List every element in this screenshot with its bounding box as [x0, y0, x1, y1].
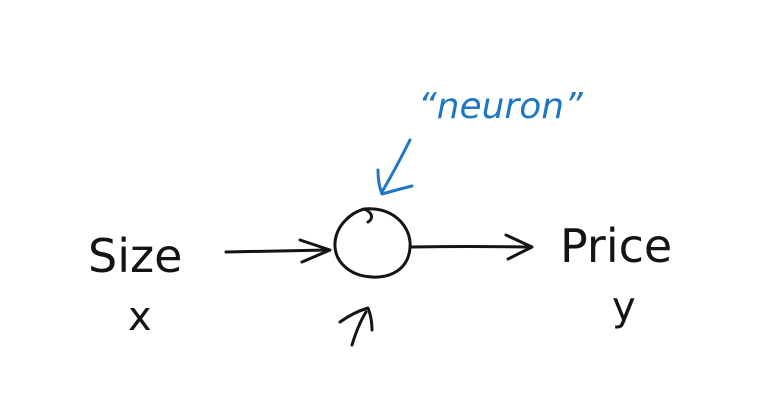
- output-arrow: [410, 233, 534, 261]
- neuron-annotation: “neuron”: [418, 86, 583, 127]
- input-arrow: [224, 238, 332, 264]
- bottom-arrow-head: [338, 306, 374, 332]
- input-variable: x: [128, 294, 152, 340]
- output-variable: y: [612, 284, 636, 330]
- neuron-circle: [333, 207, 412, 279]
- input-arrow-head: [298, 238, 332, 264]
- input-label: Size: [88, 229, 182, 283]
- annotation-arrow-shaft: [380, 138, 412, 194]
- output-arrow-shaft: [410, 245, 530, 249]
- annotation-arrow-head: [376, 168, 414, 196]
- output-label: Price: [560, 219, 672, 273]
- input-arrow-shaft: [224, 248, 330, 254]
- output-arrow-head: [504, 233, 534, 261]
- neuron-node: [333, 207, 412, 279]
- annotation-arrow: [376, 138, 414, 196]
- bottom-arrow-shaft: [350, 310, 368, 347]
- bottom-arrow: [338, 306, 374, 347]
